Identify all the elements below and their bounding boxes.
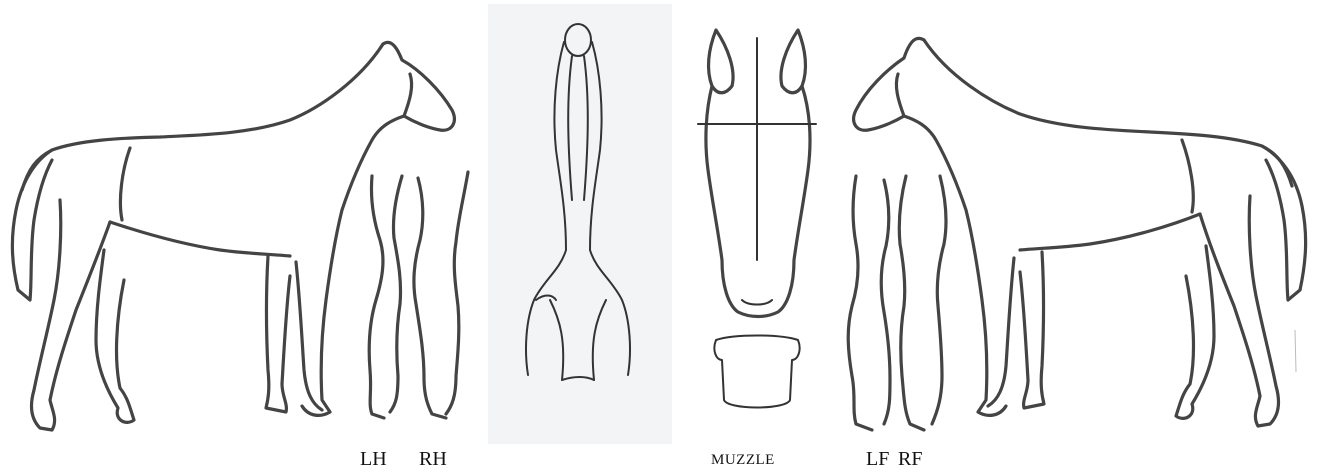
fore-legs-front-view (848, 176, 946, 430)
right-side-horse-outline (854, 38, 1306, 426)
label-right-hind: RH (419, 448, 447, 471)
label-left-hind: LH (360, 448, 387, 471)
neck-top-view (526, 24, 630, 380)
label-left-fore: LF (866, 448, 889, 471)
label-right-fore: RF (898, 448, 922, 471)
left-side-horse-outline (12, 42, 454, 430)
hind-legs-rear-view (369, 172, 468, 418)
head-front-view (698, 30, 816, 408)
label-muzzle: MUZZLE (711, 452, 775, 469)
